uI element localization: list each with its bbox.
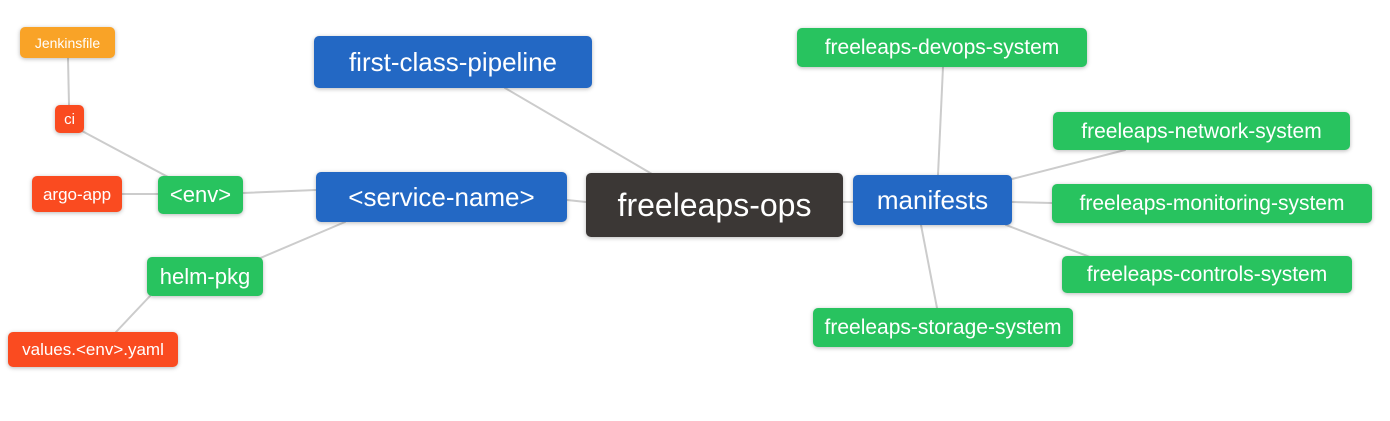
edge-service-name-freeleaps-ops [566,199,587,203]
node-devops-system[interactable]: freeleaps-devops-system [797,28,1087,67]
edge-service-name-helm-pkg [257,221,346,260]
node-controls-system[interactable]: freeleaps-controls-system [1062,256,1352,293]
edge-manifests-storage-system [920,224,938,309]
edge-manifests-monitoring-system [1011,201,1053,204]
node-network-system[interactable]: freeleaps-network-system [1053,112,1350,150]
node-service-name[interactable]: <service-name> [316,172,567,222]
edge-jenkinsfile-ci [67,57,70,106]
edge-helm-pkg-values-env-yaml [115,295,151,333]
edge-ci-env [81,130,169,178]
node-storage-system[interactable]: freeleaps-storage-system [813,308,1073,347]
node-monitoring-system[interactable]: freeleaps-monitoring-system [1052,184,1372,223]
edge-env-service-name [242,189,317,194]
edge-manifests-controls-system [1005,224,1091,258]
edge-first-class-pipeline-freeleaps-ops [504,87,653,175]
node-argo-app[interactable]: argo-app [32,176,122,212]
node-ci[interactable]: ci [55,105,84,133]
node-helm-pkg[interactable]: helm-pkg [147,257,263,296]
node-values-env-yaml[interactable]: values.<env>.yaml [8,332,178,367]
edge-manifests-devops-system [937,66,944,176]
node-freeleaps-ops[interactable]: freeleaps-ops [586,173,843,237]
node-env[interactable]: <env> [158,176,243,214]
edge-manifests-network-system [1011,149,1126,180]
node-manifests[interactable]: manifests [853,175,1012,225]
node-first-class-pipeline[interactable]: first-class-pipeline [314,36,592,88]
node-jenkinsfile[interactable]: Jenkinsfile [20,27,115,58]
